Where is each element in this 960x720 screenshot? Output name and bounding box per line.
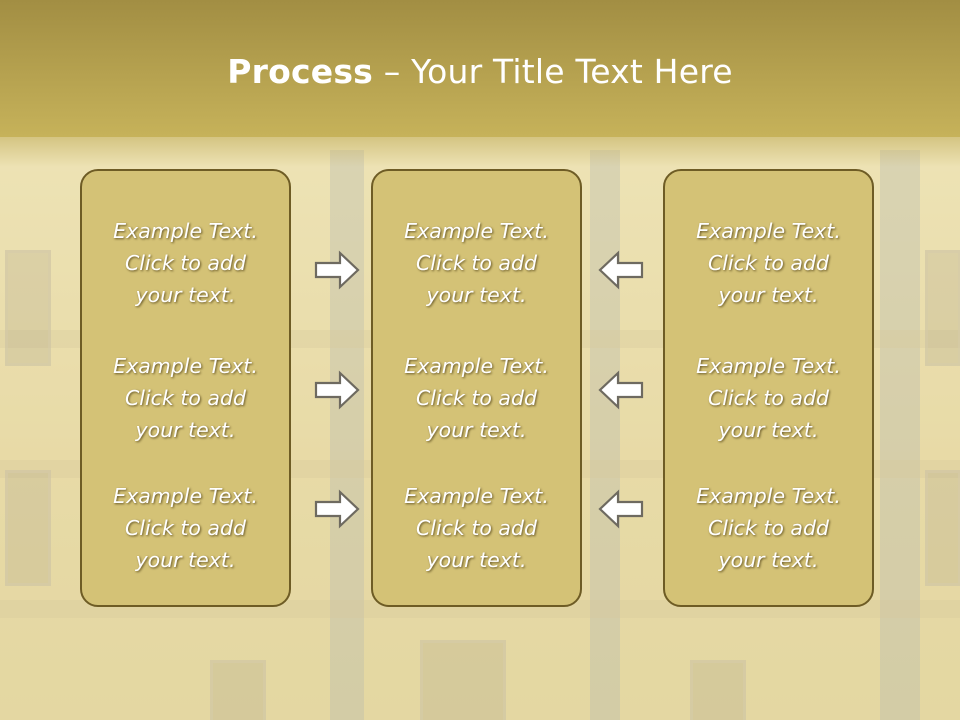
panel-text-item[interactable]: Example Text. Click to add your text. <box>373 215 580 311</box>
process-panel-center[interactable]: Example Text. Click to add your text. Ex… <box>371 169 582 607</box>
text-line: your text. <box>718 418 819 442</box>
text-line: your text. <box>135 418 236 442</box>
panel-text-item[interactable]: Example Text. Click to add your text. <box>82 215 289 311</box>
text-line: your text. <box>426 283 527 307</box>
text-line: Example Text. <box>113 484 258 508</box>
text-line: Click to add <box>415 516 538 540</box>
panel-text-item[interactable]: Example Text. Click to add your text. <box>373 350 580 446</box>
text-line: Example Text. <box>696 354 841 378</box>
text-line: Click to add <box>707 516 830 540</box>
slide-title[interactable]: Process – Your Title Text Here <box>0 52 960 91</box>
panel-text-item[interactable]: Example Text. Click to add your text. <box>665 215 872 311</box>
text-line: Click to add <box>415 251 538 275</box>
text-line: your text. <box>718 548 819 572</box>
process-panel-left[interactable]: Example Text. Click to add your text. Ex… <box>80 169 291 607</box>
text-line: your text. <box>426 418 527 442</box>
arrow-left-icon <box>598 370 644 410</box>
title-bar-shadow <box>0 137 960 167</box>
text-line: Click to add <box>707 386 830 410</box>
arrow-right-icon <box>314 489 360 529</box>
text-line: Example Text. <box>696 219 841 243</box>
title-bold-part: Process <box>227 52 374 91</box>
text-line: Click to add <box>124 386 247 410</box>
arrow-right-icon <box>314 370 360 410</box>
text-line: Example Text. <box>404 354 549 378</box>
text-line: your text. <box>135 283 236 307</box>
panel-text-item[interactable]: Example Text. Click to add your text. <box>665 350 872 446</box>
text-line: your text. <box>718 283 819 307</box>
text-line: Example Text. <box>113 219 258 243</box>
panel-text-item[interactable]: Example Text. Click to add your text. <box>665 480 872 576</box>
title-rest-part: – Your Title Text Here <box>373 52 733 91</box>
text-line: Click to add <box>707 251 830 275</box>
text-line: Click to add <box>415 386 538 410</box>
text-line: Example Text. <box>696 484 841 508</box>
text-line: your text. <box>135 548 236 572</box>
text-line: your text. <box>426 548 527 572</box>
title-bar: Process – Your Title Text Here <box>0 0 960 137</box>
panel-text-item[interactable]: Example Text. Click to add your text. <box>82 480 289 576</box>
text-line: Example Text. <box>404 219 549 243</box>
arrow-right-icon <box>314 250 360 290</box>
text-line: Example Text. <box>404 484 549 508</box>
arrow-left-icon <box>598 250 644 290</box>
text-line: Click to add <box>124 516 247 540</box>
text-line: Click to add <box>124 251 247 275</box>
text-line: Example Text. <box>113 354 258 378</box>
process-panel-right[interactable]: Example Text. Click to add your text. Ex… <box>663 169 874 607</box>
panel-text-item[interactable]: Example Text. Click to add your text. <box>82 350 289 446</box>
panel-text-item[interactable]: Example Text. Click to add your text. <box>373 480 580 576</box>
arrow-left-icon <box>598 489 644 529</box>
